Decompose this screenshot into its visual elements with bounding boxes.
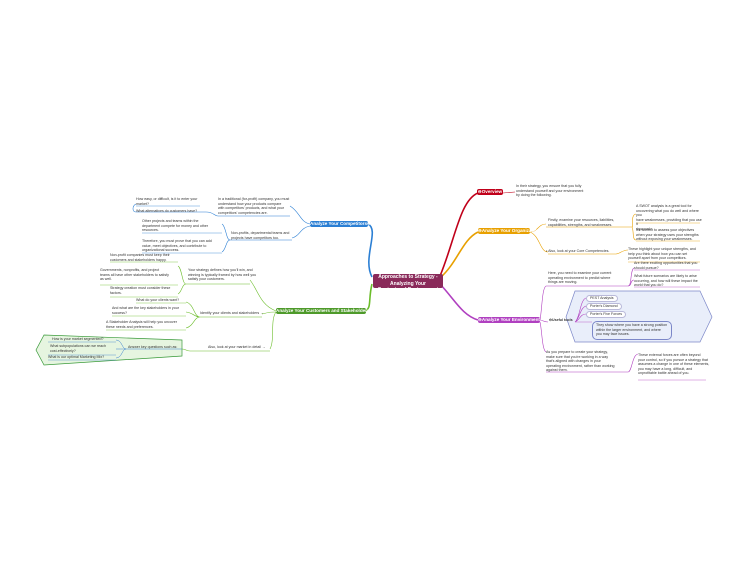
cust-q2: What subpopulations can we reach cost-ef…: [50, 344, 106, 353]
cust-strategy: Your strategy defines how you'll win, an…: [188, 268, 257, 282]
env-need: Here, you need to examine your current o…: [548, 271, 612, 285]
cust-q1: How is your market segmented?: [52, 337, 104, 341]
organization-topic[interactable]: ⊖Analyze Your Organization: [478, 228, 540, 234]
tool-five-forces[interactable]: Porter's Five Forces: [586, 311, 627, 318]
env-tools-label[interactable]: ⊖Useful tools: [549, 318, 573, 322]
arrow-right-icon: →: [261, 345, 266, 349]
env-link-tools: [539, 319, 549, 323]
minus-icon: ⊖: [478, 228, 482, 233]
env-trends: Are there exciting opportunities that yo…: [634, 261, 698, 270]
comp-trad: In a traditional (for-profit) company, y…: [218, 197, 290, 215]
minus-icon: ⊖: [478, 317, 482, 322]
overview-topic[interactable]: ⊖Overview: [477, 189, 503, 195]
central-topic-line1: Approaches to Strategy - Analyzing Your: [378, 274, 438, 287]
org-firstly: Firstly, examine your resources, liabili…: [548, 218, 615, 227]
comp-other: Other projects and teams within the depa…: [142, 219, 209, 233]
comp-nonprofit: Non-profits, departmental teams and proj…: [231, 231, 290, 240]
minus-icon: ⊖: [369, 308, 374, 313]
env-what: What future scenarios are likely to aris…: [634, 274, 698, 288]
env-link-as: [539, 321, 547, 353]
org-line-wants: [631, 226, 637, 241]
customers-topic[interactable]: Analyze Your Customers and Stakeholders⊖: [276, 308, 374, 314]
questions-boundary: [35, 334, 183, 366]
cust-identify: Identify your clients and stakeholders →: [200, 311, 264, 315]
cust-consider: Strategy creation must consider these fa…: [110, 286, 171, 295]
cust-gov: Governments, nonprofits, and project tea…: [100, 268, 169, 282]
minus-icon: ⊖: [367, 221, 371, 226]
comp-link-nonprofit: [291, 225, 311, 239]
env-link-need: [539, 285, 547, 321]
cust-line-lookat: [181, 348, 270, 352]
env-line-what: [627, 279, 635, 287]
branch-environment: [439, 283, 479, 321]
org-line-look: [548, 249, 629, 255]
env-line-as: [546, 353, 639, 373]
cust-answer: Answer key questions such as:: [128, 345, 178, 349]
comp-link-trad: [289, 205, 311, 225]
env-these: These external forces are often beyond y…: [638, 353, 710, 376]
cust-line-strategy-h: [177, 265, 250, 295]
cust-q3: What is our optimal Marketing Mix?: [48, 355, 105, 359]
cust-line-identify: [185, 301, 262, 329]
cust-line-answer: [115, 339, 182, 359]
overview-link: [502, 191, 516, 194]
cust-link-identify: [261, 311, 277, 315]
cust-stake: And what are the key stakeholders in you…: [112, 306, 179, 315]
env-as: As you prepare to create your strategy, …: [546, 350, 615, 373]
competitors-topic[interactable]: Analyze Your Competitors⊖: [310, 221, 371, 227]
cust-stakean: A Stakeholder Analysis will help you unc…: [106, 320, 177, 329]
org-swot: A SWOT analysis is a great tool for unco…: [636, 204, 702, 231]
arrow-right-icon: →: [260, 311, 264, 315]
org-look: • Also, look at your Core Competencies.: [546, 249, 610, 253]
comp-what-alt: What alternatives do customers have?: [136, 209, 198, 213]
tool-pest[interactable]: PEST Analysis: [586, 295, 618, 302]
comp-line-nonprofit: [221, 223, 292, 253]
comp-line-how: [132, 203, 206, 213]
branch-overview: [439, 192, 479, 277]
comp-therefore: Therefore, you must prove that you can a…: [142, 239, 212, 253]
org-link-1: [529, 223, 547, 233]
central-topic-line2: Context and Environment: [377, 287, 439, 293]
org-wants: It's worth it to assess your objectives …: [636, 228, 699, 242]
overview-note: In their strategy, you ensure that you f…: [516, 184, 584, 198]
env-tools-note: They show where you have a strong positi…: [592, 321, 672, 340]
branch-customers: [364, 283, 373, 312]
cust-line-strategy: [249, 279, 277, 312]
environment-topic[interactable]: ⊖Analyze Your Environment: [478, 317, 540, 323]
cust-link-lookat: [269, 311, 277, 350]
branch-organization: [439, 231, 479, 279]
minus-icon: ⊖: [549, 318, 553, 322]
minus-icon: ⊖: [477, 189, 482, 194]
tool-porters-diamond[interactable]: Porter's Diamond: [586, 303, 622, 310]
org-core: These highlight your unique strengths, a…: [628, 247, 696, 261]
central-topic[interactable]: Approaches to Strategy - Analyzing Your …: [373, 274, 443, 293]
cust-lookat: Also, look at your market in detail →: [208, 345, 266, 349]
comp-how: How easy, or difficult, is it to enter y…: [136, 197, 198, 206]
org-link-2: [529, 231, 549, 253]
comp-line-trad: [205, 211, 290, 217]
cust-want: What do your clients want?: [136, 298, 180, 302]
branch-competitors: [367, 223, 373, 278]
cust-non: Non-profit companies must keep their cus…: [110, 253, 170, 262]
tools-links: [574, 297, 587, 323]
